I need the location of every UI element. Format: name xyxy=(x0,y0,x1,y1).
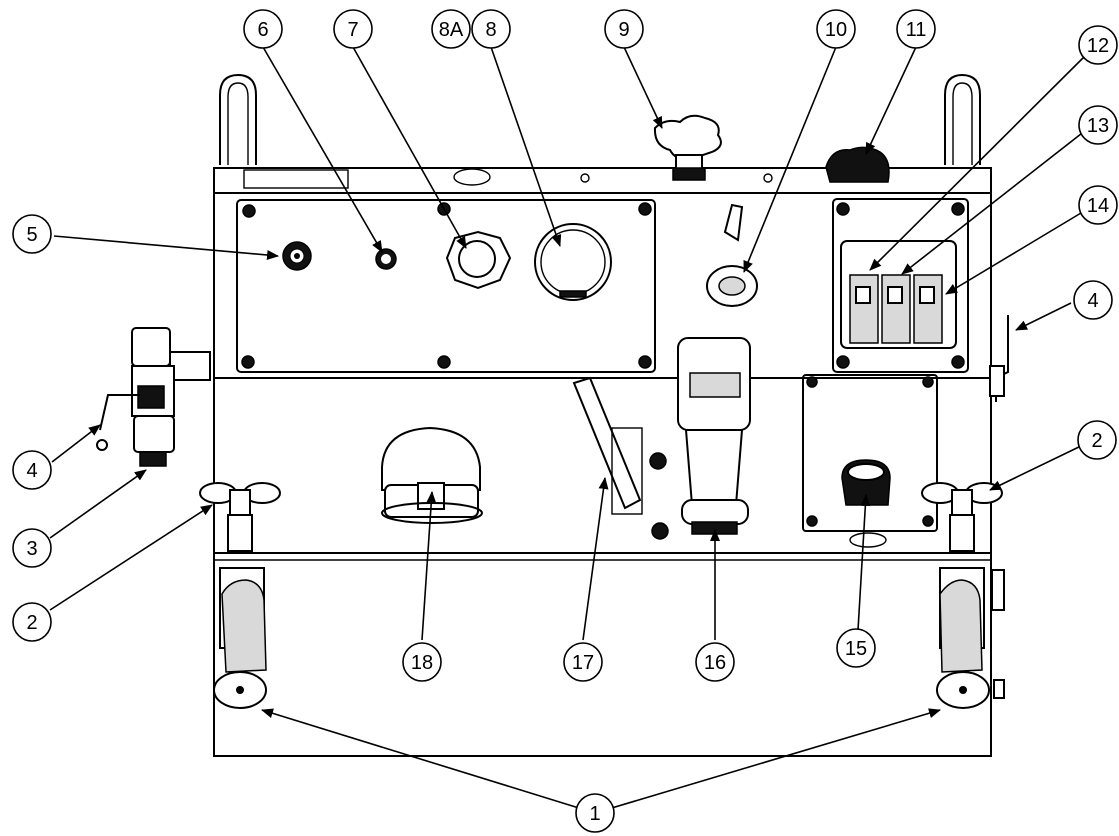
callout-4-right-label: 4 xyxy=(1087,290,1098,312)
callout-10-label: 10 xyxy=(825,19,847,41)
callout-8-label: 8 xyxy=(485,19,496,41)
valve-assembly-left xyxy=(96,327,211,467)
callout-14: 14 xyxy=(1078,185,1118,225)
callout-11-label: 11 xyxy=(906,19,927,41)
control-panel-right xyxy=(832,198,969,373)
callout-13-label: 13 xyxy=(1087,115,1109,137)
callout-16-label: 16 xyxy=(704,652,726,674)
right-handle xyxy=(944,73,981,165)
indicator-light-6 xyxy=(375,248,397,270)
callout-4-left: 4 xyxy=(12,450,52,490)
button-15 xyxy=(841,459,891,548)
callout-8A: 8A xyxy=(431,9,471,49)
callout-2-right: 2 xyxy=(1077,420,1117,460)
key-switch-10 xyxy=(706,203,758,307)
fill-cap-18 xyxy=(381,426,483,524)
callout-7: 7 xyxy=(333,9,373,49)
wing-nut-left xyxy=(199,482,281,552)
callout-8A-label: 8A xyxy=(439,19,464,41)
callout-2-left-label: 2 xyxy=(26,612,37,634)
callout-16: 16 xyxy=(695,642,735,682)
leader-lines xyxy=(49,46,1087,814)
callout-5: 5 xyxy=(12,214,52,254)
callout-3-label: 3 xyxy=(26,538,37,560)
callout-1-label: 1 xyxy=(589,803,600,825)
star-knob-9 xyxy=(653,114,722,181)
knob-7 xyxy=(445,230,512,290)
callout-6: 6 xyxy=(243,9,283,49)
callout-13: 13 xyxy=(1078,105,1118,145)
callout-18-label: 18 xyxy=(411,652,433,674)
cap-11 xyxy=(825,146,890,183)
callout-15-label: 15 xyxy=(845,638,867,660)
callout-8: 8 xyxy=(471,9,511,49)
callout-9: 9 xyxy=(604,9,644,49)
callout-10: 10 xyxy=(816,9,856,49)
callout-18: 18 xyxy=(402,642,442,682)
callout-6-label: 6 xyxy=(257,19,268,41)
callout-12-label: 12 xyxy=(1087,35,1109,57)
hand-controller-16 xyxy=(677,337,751,535)
callout-4-right: 4 xyxy=(1073,280,1113,320)
control-panel-left xyxy=(236,199,656,373)
latch-17 xyxy=(572,376,669,540)
callout-2-left: 2 xyxy=(12,602,52,642)
left-handle xyxy=(219,73,257,165)
callout-14-label: 14 xyxy=(1087,195,1109,217)
callout-17-label: 17 xyxy=(572,652,594,674)
callout-9-label: 9 xyxy=(618,19,629,41)
callout-15: 15 xyxy=(836,628,876,668)
callout-4-left-label: 4 xyxy=(26,460,37,482)
callout-2-right-label: 2 xyxy=(1091,430,1102,452)
wheel-right xyxy=(936,567,1005,709)
lower-right-panel xyxy=(802,374,938,532)
callout-1: 1 xyxy=(575,793,615,833)
gauge-8 xyxy=(534,223,612,301)
callout-3: 3 xyxy=(12,528,52,568)
callout-12: 12 xyxy=(1078,25,1118,65)
connector-5 xyxy=(282,241,312,271)
callout-11: 11 xyxy=(896,9,936,49)
callout-5-label: 5 xyxy=(26,224,37,246)
callout-17: 17 xyxy=(563,642,603,682)
callout-7-label: 7 xyxy=(347,19,358,41)
lever-right xyxy=(989,315,1009,402)
wheel-left xyxy=(213,567,267,709)
